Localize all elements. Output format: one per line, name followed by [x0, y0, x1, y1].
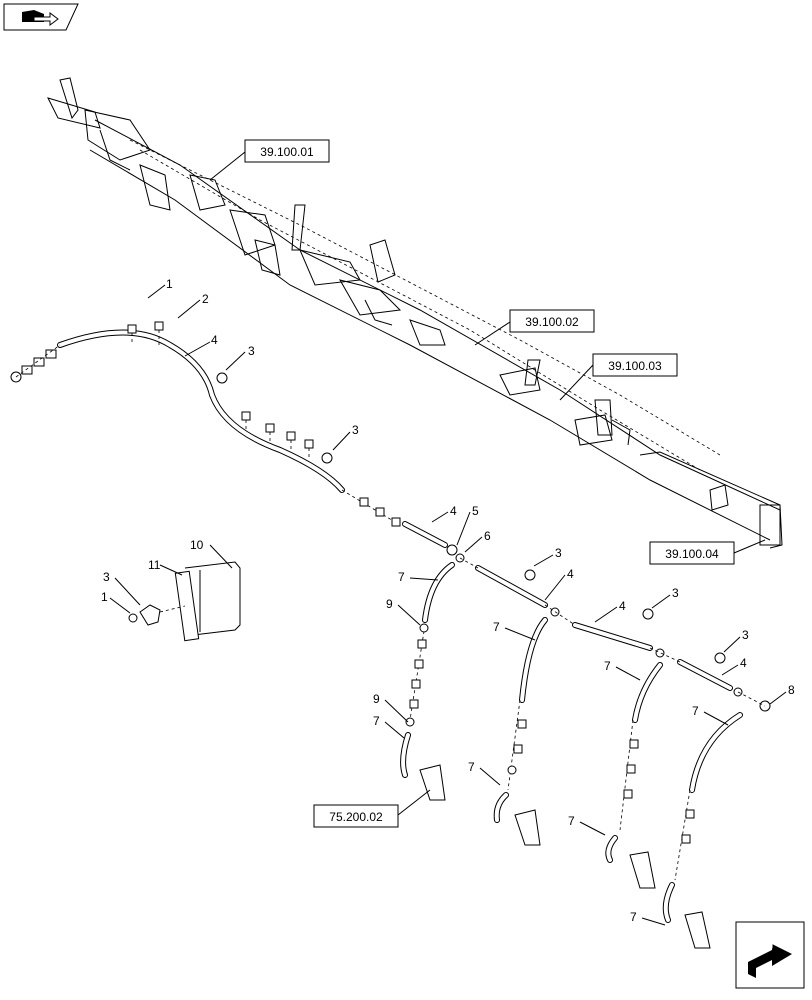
boom-frame: [47, 77, 783, 549]
callout-7: 7: [398, 570, 405, 584]
ubolt-inset: [128, 561, 241, 642]
callout-6: 6: [484, 529, 491, 543]
callout-4: 4: [450, 504, 457, 518]
ref-39-100-01[interactable]: 39.100.01: [209, 139, 330, 181]
callout-leaders: [109, 284, 787, 926]
callout-3: 3: [672, 586, 679, 600]
ref-label: 39.100.02: [525, 315, 579, 329]
ref-39-100-03[interactable]: 39.100.03: [559, 353, 678, 401]
ref-label: 75.200.02: [329, 810, 383, 824]
callout-4: 4: [567, 567, 574, 581]
callout-9: 9: [386, 597, 393, 611]
main-hose: [10, 321, 401, 527]
callout-7: 7: [373, 714, 380, 728]
callout-3: 3: [742, 628, 749, 642]
callout-4: 4: [740, 656, 747, 670]
callout-7: 7: [568, 814, 575, 828]
callout-3: 3: [555, 546, 562, 560]
ref-75-200-02[interactable]: 75.200.02: [313, 789, 431, 828]
ref-label: 39.100.03: [608, 359, 662, 373]
callout-1: 1: [166, 277, 173, 291]
ref-39-100-02[interactable]: 39.100.02: [474, 309, 595, 346]
callout-7: 7: [468, 760, 475, 774]
ref-39-100-04[interactable]: 39.100.04: [649, 539, 766, 565]
callout-8: 8: [788, 683, 795, 697]
boom-hoses: [402, 521, 771, 712]
callout-3: 3: [352, 423, 359, 437]
next-page-arrow-icon[interactable]: [735, 921, 805, 989]
callout-2: 2: [202, 292, 209, 306]
callout-3: 3: [248, 344, 255, 358]
callout-7: 7: [692, 704, 699, 718]
ref-label: 39.100.04: [665, 547, 719, 561]
callout-7: 7: [604, 659, 611, 673]
callout-9: 9: [373, 692, 380, 706]
ref-label: 39.100.01: [260, 145, 314, 159]
drop-hoses: [400, 562, 743, 949]
callout-4: 4: [619, 599, 626, 613]
callout-10: 10: [190, 538, 204, 552]
callout-1: 1: [101, 590, 108, 604]
callout-11: 11: [148, 558, 161, 572]
callouts: 1 2 4 3 3 4 5 6 3 4 4 3 3 4 8 10 11 3 1 …: [101, 277, 795, 924]
callout-5: 5: [472, 504, 479, 518]
callout-7: 7: [630, 910, 637, 924]
callout-3: 3: [103, 570, 110, 584]
callout-4: 4: [211, 333, 218, 347]
book-arrow-icon[interactable]: [3, 3, 79, 31]
callout-7: 7: [493, 620, 500, 634]
